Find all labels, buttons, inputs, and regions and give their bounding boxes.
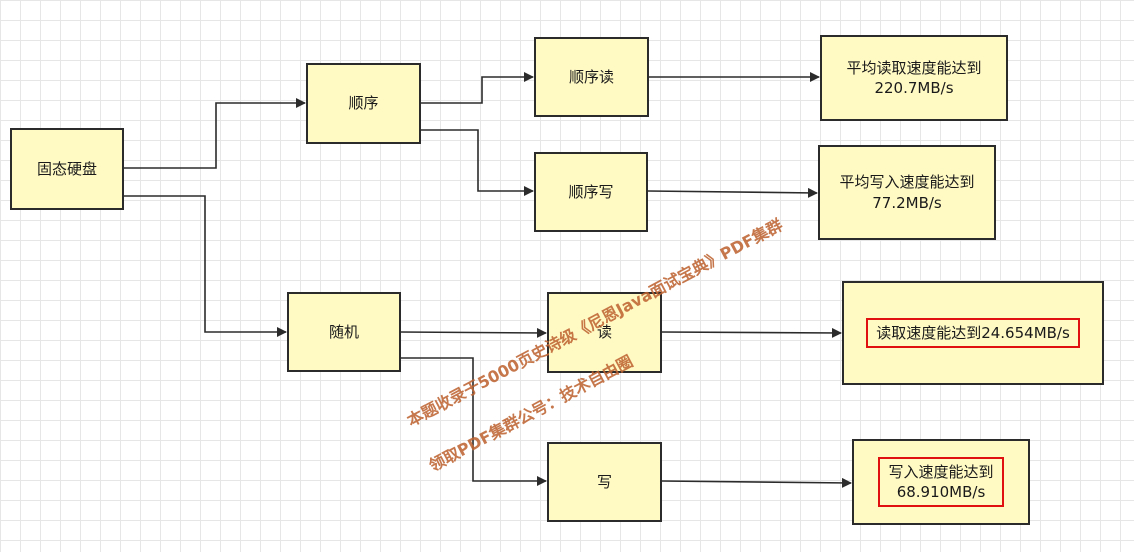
node-ssd-label: 固态硬盘	[36, 159, 97, 178]
node-rand-read: 读	[547, 292, 662, 373]
node-sequential: 顺序	[306, 63, 421, 144]
node-seq-write: 顺序写	[534, 152, 648, 232]
edge-ssd-to-random	[123, 195, 287, 337]
node-seq-write-result-label: 平均写入速度能达到 77.2MB/s	[839, 173, 975, 212]
edge-sequential-to-seq-write	[420, 129, 534, 196]
node-rand-write-label: 写	[596, 472, 612, 491]
node-sequential-label: 顺序	[348, 94, 379, 113]
node-rand-read-label: 读	[596, 323, 612, 342]
node-rand-read-result: 读取速度能达到24.654MB/s	[842, 281, 1104, 385]
node-ssd: 固态硬盘	[10, 128, 124, 210]
edge-rand-read-to-result	[660, 327, 842, 338]
node-random-label: 随机	[328, 322, 359, 341]
node-seq-write-result: 平均写入速度能达到 77.2MB/s	[818, 145, 996, 240]
node-rand-write-result-label: 写入速度能达到 68.910MB/s	[878, 456, 1004, 508]
edge-rand-write-to-result	[660, 477, 852, 488]
node-rand-read-result-label: 读取速度能达到24.654MB/s	[866, 317, 1080, 349]
edge-seq-write-to-result	[647, 187, 818, 198]
node-rand-write: 写	[547, 442, 662, 522]
node-seq-read-result: 平均读取速度能达到 220.7MB/s	[820, 35, 1008, 121]
node-seq-write-label: 顺序写	[568, 182, 614, 201]
node-seq-read: 顺序读	[534, 37, 649, 117]
node-rand-write-result: 写入速度能达到 68.910MB/s	[852, 439, 1030, 525]
edge-random-to-rand-write	[400, 357, 547, 486]
edge-ssd-to-sequential	[123, 98, 306, 169]
node-random: 随机	[287, 292, 401, 372]
node-seq-read-label: 顺序读	[568, 67, 614, 86]
edge-sequential-to-seq-read	[420, 72, 534, 104]
node-seq-read-result-label: 平均读取速度能达到 220.7MB/s	[846, 58, 982, 97]
edge-random-to-rand-read	[399, 327, 547, 338]
